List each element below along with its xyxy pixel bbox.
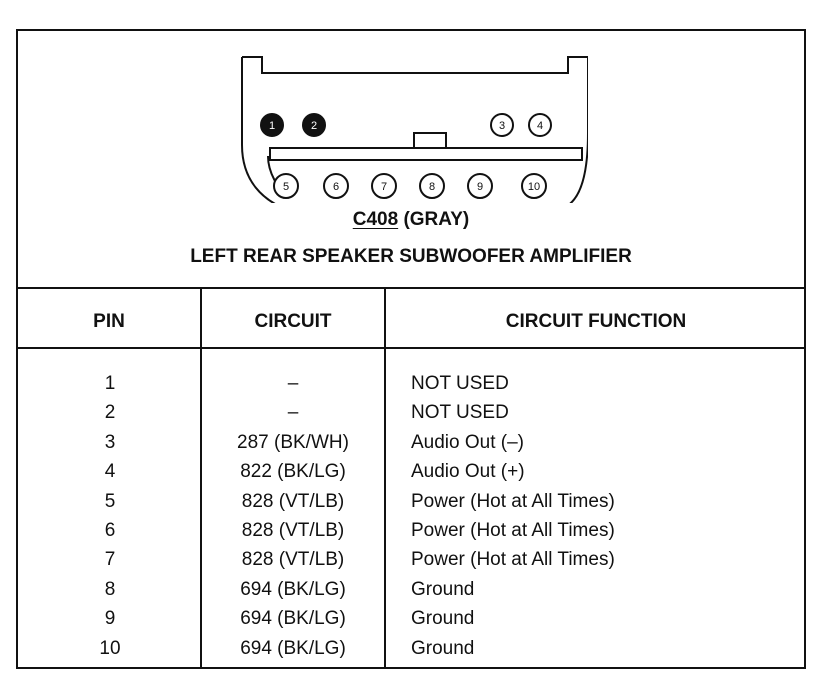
circuit-cell: – xyxy=(287,402,299,424)
pin-5-terminal: 5 xyxy=(273,173,299,199)
column-header-pin: PIN xyxy=(93,311,125,332)
circuit-cell: 694 (BK/LG) xyxy=(240,578,346,600)
circuit-cell: 822 (BK/LG) xyxy=(240,461,346,483)
connector-color: (GRAY) xyxy=(403,209,470,230)
connector-face-diagram: 1 2 3 4 5 6 7 8 9 10 xyxy=(241,56,588,203)
connector-outline xyxy=(242,56,588,203)
pin-8-terminal: 8 xyxy=(419,173,445,199)
pin-cell: 3 xyxy=(104,431,116,453)
table-row: 2 – NOT USED xyxy=(18,398,804,427)
svg-text:9: 9 xyxy=(477,181,483,193)
function-cell: Ground xyxy=(411,578,475,600)
connector-chart: 1 2 3 4 5 6 7 8 9 10 C408 (GRAY) LEFT REAR SPEAKE… xyxy=(16,29,806,669)
pin-cell: 1 xyxy=(104,373,116,394)
circuit-cell: 287 (BK/WH) xyxy=(237,431,349,453)
circuit-cell: 694 (BK/LG) xyxy=(240,637,346,659)
svg-text:7: 7 xyxy=(381,181,387,193)
pin-4-terminal: 4 xyxy=(528,113,552,137)
connector-header: 1 2 3 4 5 6 7 8 9 10 C408 (GRAY) LEFT REAR SPEAKE… xyxy=(18,31,804,289)
function-cell: NOT USED xyxy=(411,402,509,424)
connector-center-bar xyxy=(269,147,583,161)
table-row: 6 828 (VT/LB) Power (Hot at All Times) xyxy=(18,516,804,545)
column-header-circuit: CIRCUIT xyxy=(254,311,332,332)
pin-cell: 9 xyxy=(104,608,116,630)
pin-cell: 6 xyxy=(104,519,116,541)
function-cell: Ground xyxy=(411,608,475,630)
circuit-cell: 694 (BK/LG) xyxy=(240,608,346,630)
connector-title: C408 (GRAY) xyxy=(18,209,804,231)
connector-description: LEFT REAR SPEAKER SUBWOOFER AMPLIFIER xyxy=(190,246,632,267)
pin-cell: 10 xyxy=(99,637,121,659)
svg-text:5: 5 xyxy=(283,181,289,193)
function-cell: Power (Hot at All Times) xyxy=(411,490,615,512)
pin-10-terminal: 10 xyxy=(521,173,547,199)
pin-table-body: 1 – NOT USED 2 – NOT USED 3 287 (BK/WH) Audio Ou… xyxy=(18,369,804,663)
svg-text:10: 10 xyxy=(528,181,540,193)
pin-9-terminal: 9 xyxy=(467,173,493,199)
pin-2-terminal: 2 xyxy=(302,113,326,137)
table-row: 7 828 (VT/LB) Power (Hot at All Times) xyxy=(18,545,804,574)
pin-3-terminal: 3 xyxy=(490,113,514,137)
function-cell: Audio Out (–) xyxy=(411,431,524,453)
column-divider xyxy=(200,289,202,667)
svg-text:2: 2 xyxy=(311,120,317,132)
pin-cell: 5 xyxy=(104,490,116,512)
svg-text:3: 3 xyxy=(499,120,505,132)
pin-cell: 8 xyxy=(104,578,116,600)
table-row: 8 694 (BK/LG) Ground xyxy=(18,575,804,604)
function-cell: Power (Hot at All Times) xyxy=(411,519,615,541)
table-row: 3 287 (BK/WH) Audio Out (–) xyxy=(18,428,804,457)
svg-text:4: 4 xyxy=(537,120,543,132)
pin-cell: 7 xyxy=(104,549,116,571)
table-row: 9 694 (BK/LG) Ground xyxy=(18,604,804,633)
svg-text:1: 1 xyxy=(269,120,275,132)
circuit-cell: 828 (VT/LB) xyxy=(241,519,345,541)
pin-cell: 4 xyxy=(104,461,116,483)
pin-7-terminal: 7 xyxy=(371,173,397,199)
function-cell: Ground xyxy=(411,637,475,659)
function-cell: NOT USED xyxy=(411,373,509,394)
column-header-function: CIRCUIT FUNCTION xyxy=(505,311,687,332)
table-row: 4 822 (BK/LG) Audio Out (+) xyxy=(18,457,804,486)
connector-latch xyxy=(413,132,447,150)
header-divider xyxy=(18,347,804,349)
circuit-cell: 828 (VT/LB) xyxy=(241,549,345,571)
column-divider xyxy=(384,289,386,667)
connector-id: C408 xyxy=(352,209,399,230)
pin-6-terminal: 6 xyxy=(323,173,349,199)
table-row: 5 828 (VT/LB) Power (Hot at All Times) xyxy=(18,487,804,516)
function-cell: Audio Out (+) xyxy=(411,461,525,483)
circuit-cell: 828 (VT/LB) xyxy=(241,490,345,512)
function-cell: Power (Hot at All Times) xyxy=(411,549,615,571)
circuit-cell: – xyxy=(287,373,299,394)
pin-cell: 2 xyxy=(104,402,116,424)
table-row: 10 694 (BK/LG) Ground xyxy=(18,634,804,663)
table-row: 1 – NOT USED xyxy=(18,369,804,398)
svg-text:6: 6 xyxy=(333,181,339,193)
svg-text:8: 8 xyxy=(429,181,435,193)
pin-1-terminal: 1 xyxy=(260,113,284,137)
